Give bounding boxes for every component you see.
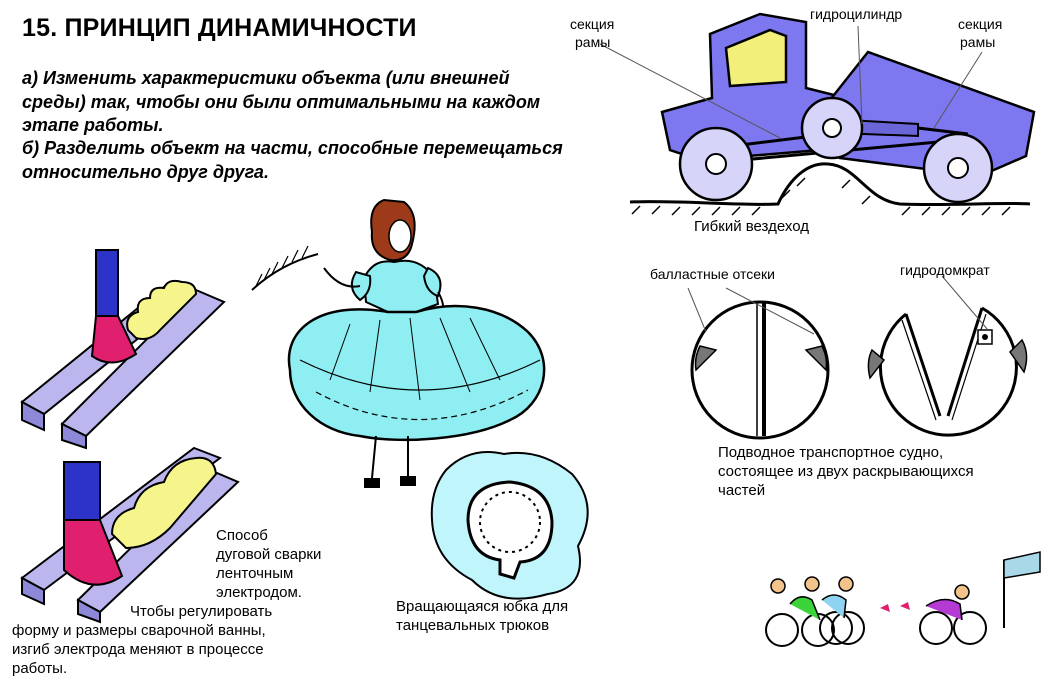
dancer-illustration xyxy=(251,198,546,488)
caption-vessel-line-1: Подводное транспортное судно, xyxy=(718,444,944,461)
shoes xyxy=(364,476,416,488)
terrain-line xyxy=(629,162,1031,207)
bike-wheel xyxy=(765,613,799,647)
feather xyxy=(251,253,319,291)
weld-pool xyxy=(63,519,124,586)
rotating-skirt-illustration xyxy=(430,451,589,600)
caption-welding-line-3: ленточным xyxy=(216,565,294,582)
terrain-hatching xyxy=(631,177,1011,216)
cab-window xyxy=(724,28,788,88)
label-frame-section-right-2: рамы xyxy=(960,34,996,50)
caption-welding-line-2: дуговой сварки xyxy=(216,546,322,563)
face xyxy=(388,219,412,253)
caption-skirt-line-2: танцевальных трюков xyxy=(396,617,550,634)
weld-bead xyxy=(126,279,198,340)
weld-bead xyxy=(110,456,218,550)
caption-vessel-line-2: состоящее из двух раскрывающихся xyxy=(718,463,974,480)
caption-vessel-line-3: частей xyxy=(718,482,766,499)
leader-ballast xyxy=(687,287,815,335)
rider-purple xyxy=(925,598,963,621)
welding-illustration-bottom xyxy=(20,446,240,624)
vessel-closed xyxy=(690,300,830,440)
note-welding-line-3: изгиб электрода меняют в процессе xyxy=(12,641,264,658)
leader-section-left xyxy=(599,43,781,139)
principle-a-line-1: а) Изменить характеристики объекта (или … xyxy=(22,68,510,88)
leader-jack xyxy=(941,275,989,331)
note-welding-line-4: работы. xyxy=(12,660,68,677)
bodice xyxy=(362,259,440,313)
principle-a-line-3: этапе работы. xyxy=(22,115,164,135)
finish-flag xyxy=(1003,551,1041,579)
caption-skirt-line-1: Вращающаяся юбка для xyxy=(396,598,569,615)
label-frame-section-right: секция xyxy=(958,16,1003,32)
label-ballast-tanks: балластные отсеки xyxy=(650,266,775,282)
flexible-vehicle-illustration xyxy=(599,12,1036,216)
note-welding-line-1: Чтобы регулировать xyxy=(130,603,273,620)
skirt-ring xyxy=(466,480,554,580)
principle-b-line-1: б) Разделить объект на части, способные … xyxy=(22,138,563,158)
legs xyxy=(371,435,409,479)
ballast-tank-right xyxy=(804,345,828,372)
caption-welding-line-4: электродом. xyxy=(216,584,302,601)
welding-illustration-top xyxy=(20,249,226,450)
label-hydraulic-jack: гидродомкрат xyxy=(900,262,990,278)
caption-welding-line-1: Способ xyxy=(216,527,268,544)
weld-pool xyxy=(90,315,138,364)
label-hydraulic-cylinder: гидроцилиндр xyxy=(810,6,903,22)
label-frame-section-left-2: рамы xyxy=(575,34,611,50)
speed-marks xyxy=(880,602,910,612)
principle-b-line-2: относительно друг друга. xyxy=(22,162,269,182)
principle-a-line-2: среды) так, чтобы они были оптимальными … xyxy=(22,92,541,112)
electrode xyxy=(63,461,101,521)
rider-blue xyxy=(821,594,847,619)
vessel-illustration xyxy=(687,275,1028,440)
ballast-tank-left xyxy=(694,345,718,372)
slide-title: 15. ПРИНЦИП ДИНАМИЧНОСТИ xyxy=(22,14,417,42)
caption-flexible-vehicle: Гибкий вездеход xyxy=(694,218,809,235)
cyclists-illustration xyxy=(765,551,1041,647)
rider-green xyxy=(789,596,821,621)
leader-cylinder xyxy=(857,25,863,125)
leader-section-right xyxy=(933,51,983,129)
note-welding-line-2: форму и размеры сварочной ванны, xyxy=(12,622,266,639)
electrode xyxy=(95,249,119,317)
label-frame-section-left: секция xyxy=(570,16,615,32)
